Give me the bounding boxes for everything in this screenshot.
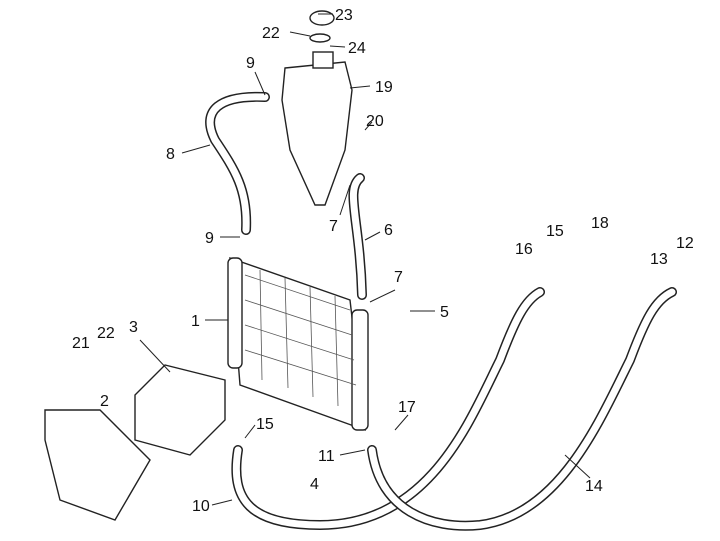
label-11: 11: [318, 448, 335, 465]
leader-lines: [139, 13, 591, 506]
label-22b: 22: [97, 325, 115, 342]
label-17: 17: [398, 399, 416, 416]
label-3: 3: [129, 319, 138, 336]
label-14: 14: [585, 478, 603, 495]
label-13: 13: [650, 251, 668, 268]
label-6: 6: [384, 222, 393, 239]
label-5: 5: [440, 304, 449, 321]
label-7b: 7: [394, 269, 403, 286]
label-10: 10: [192, 498, 210, 515]
label-7: 7: [329, 218, 338, 235]
label-15b: 15: [256, 416, 274, 433]
label-19: 19: [375, 79, 393, 96]
label-1: 1: [191, 313, 200, 330]
label-20: 20: [366, 113, 384, 130]
label-18: 18: [591, 215, 609, 232]
label-12: 12: [676, 235, 694, 252]
label-21: 21: [72, 335, 90, 352]
bracket-and-cover: [44, 364, 226, 521]
hoses: [205, 91, 677, 531]
label-24: 24: [348, 40, 366, 57]
label-9b: 9: [205, 230, 214, 247]
label-22: 22: [262, 25, 280, 42]
expansion-tank: [281, 10, 353, 206]
label-4: 4: [310, 476, 319, 493]
part-labels: 23 22 24 9 19 20 8 7 6 9 16 15 18 13 12 …: [72, 7, 694, 515]
label-8: 8: [166, 146, 175, 163]
radiator: [227, 256, 369, 432]
label-2: 2: [100, 393, 109, 410]
label-9: 9: [246, 55, 255, 72]
label-15: 15: [546, 223, 564, 240]
label-16: 16: [515, 241, 533, 258]
label-23: 23: [335, 7, 353, 24]
